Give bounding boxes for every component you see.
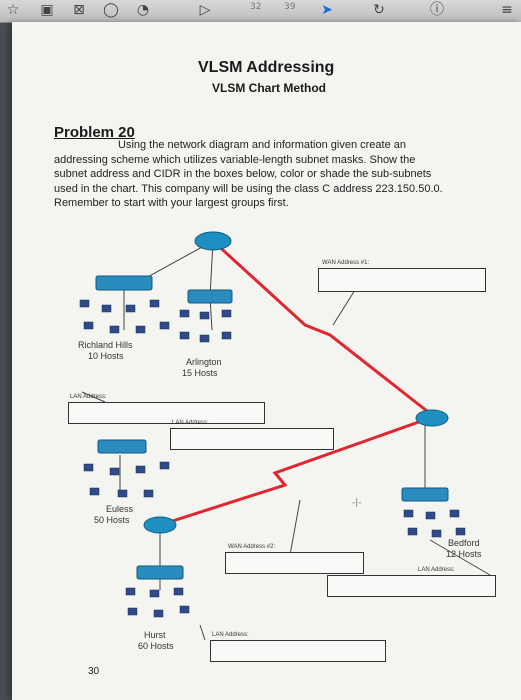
pc-icon [179, 331, 190, 340]
problem-description: Using the network diagram and informatio… [54, 138, 494, 211]
info-icon[interactable]: ⓘ [430, 2, 444, 18]
site-bedford-name: Bedford [448, 538, 480, 548]
tool-icon[interactable]: ◔ [136, 2, 150, 18]
lan-arlington-box[interactable] [170, 428, 334, 450]
wan-address-2-label: WAN Address #2: [228, 544, 276, 550]
pc-icon [425, 511, 436, 520]
pc-icon [89, 487, 100, 496]
lan-bedford-label: LAN Address: [418, 567, 455, 573]
router-hq-icon [194, 231, 232, 251]
toolbar-number-1: 32 [250, 2, 262, 12]
pc-icon [173, 587, 184, 596]
link-line [199, 624, 206, 641]
pc-icon [79, 299, 90, 308]
switch-hurst-icon [136, 565, 184, 580]
pc-icon [455, 527, 466, 536]
pc-icon [149, 299, 160, 308]
page-title: VLSM Addressing [198, 59, 335, 76]
site-euless-hosts: 50 Hosts [94, 515, 130, 525]
switch-euless-icon [97, 439, 147, 454]
viewer-toolbar: ☆ ▣ ⊠ ◯ ◔ ▷ 32 39 ➤ ↻ ⓘ ≡ [0, 0, 521, 23]
pc-icon [431, 529, 442, 538]
pc-icon [125, 587, 136, 596]
pc-icon [199, 334, 210, 343]
page-number: 30 [88, 666, 100, 677]
star-icon[interactable]: ☆ [6, 2, 20, 18]
lan-hurst-label: LAN Address: [212, 632, 249, 638]
link-line [332, 289, 356, 326]
menu-icon[interactable]: ≡ [501, 2, 513, 18]
pc-icon [159, 321, 170, 330]
lan-richland-box[interactable] [68, 402, 265, 424]
page-subtitle: VLSM Chart Method [212, 81, 326, 95]
pc-icon [143, 489, 154, 498]
link-line [289, 499, 301, 556]
wan-address-1-label: WAN Address #1: [322, 260, 370, 266]
pc-icon [83, 321, 94, 330]
wan-link-2 [159, 416, 431, 527]
paragraph-line: subnet address and CIDR in the boxes bel… [54, 168, 432, 180]
problem-heading: Problem 20 [54, 124, 135, 141]
pc-icon [179, 605, 190, 614]
pc-icon [135, 325, 146, 334]
play-icon[interactable]: ▷ [199, 2, 211, 18]
link-line [81, 391, 106, 403]
link-line [429, 539, 491, 576]
pc-icon [109, 325, 120, 334]
pc-icon [153, 609, 164, 618]
lan-richland-label: LAN Address: [70, 394, 107, 400]
switch-arlington-icon [187, 289, 233, 304]
pc-icon [149, 589, 160, 598]
site-arlington-name: Arlington [186, 357, 222, 367]
paragraph-line: addressing scheme which utilizes variabl… [54, 153, 416, 166]
pc-icon [135, 465, 146, 474]
pc-icon [179, 309, 190, 318]
pc-icon [403, 509, 414, 518]
switch-bedford-icon [401, 487, 449, 502]
router-euless-icon [143, 516, 177, 534]
close-box-icon[interactable]: ⊠ [73, 2, 85, 18]
paragraph-line: Remember to start with your largest grou… [54, 197, 289, 209]
lan-arlington-label: LAN Address: [172, 420, 209, 426]
site-richland-name: Richland Hills [78, 340, 133, 350]
paragraph-line: Using the network diagram and informatio… [118, 139, 406, 151]
pc-icon [117, 489, 128, 498]
pc-icon [449, 509, 460, 518]
lan-hurst-box[interactable] [210, 640, 386, 662]
site-hurst-hosts: 60 Hosts [138, 641, 174, 651]
site-arlington-hosts: 15 Hosts [182, 368, 218, 378]
site-hurst-name: Hurst [144, 630, 166, 640]
pc-icon [199, 311, 210, 320]
wan-address-2-box[interactable] [225, 552, 364, 574]
pc-icon [109, 467, 120, 476]
pc-icon [159, 461, 170, 470]
wan-link-1 [211, 239, 433, 417]
pc-icon [101, 304, 112, 313]
arrow-icon[interactable]: ➤ [321, 2, 333, 18]
pc-icon [221, 309, 232, 318]
toolbar-number-2: 39 [284, 2, 296, 12]
circle-icon[interactable]: ◯ [103, 2, 119, 18]
lan-bedford-box[interactable] [327, 575, 496, 597]
page-icon[interactable]: ▣ [40, 2, 54, 18]
pc-icon [83, 463, 94, 472]
site-richland-hosts: 10 Hosts [88, 351, 124, 361]
wan-address-1-box[interactable] [318, 268, 486, 292]
pc-icon [407, 527, 418, 536]
site-euless-name: Euless [106, 504, 134, 514]
site-bedford-hosts: 12 Hosts [446, 549, 482, 559]
pc-icon [221, 331, 232, 340]
pc-icon [127, 607, 138, 616]
cursor-icon: -|- [352, 498, 362, 508]
switch-richland-icon [95, 275, 153, 291]
refresh-icon[interactable]: ↻ [373, 2, 385, 18]
pc-icon [125, 304, 136, 313]
router-bedford-icon [415, 409, 449, 427]
paragraph-line: used in the chart. This company will be … [54, 182, 443, 195]
